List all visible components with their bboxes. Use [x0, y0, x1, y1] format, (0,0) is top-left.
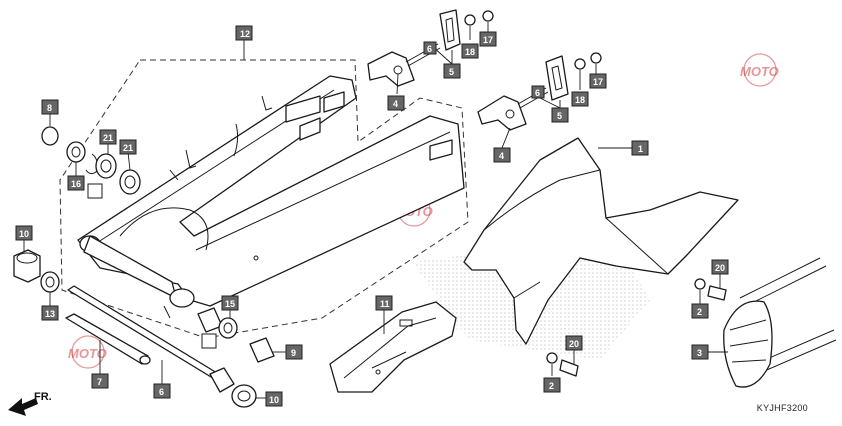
svg-text:20: 20 — [569, 339, 579, 349]
callout-20: 20 — [711, 259, 729, 275]
svg-text:17: 17 — [593, 77, 603, 87]
washer-13 — [40, 271, 60, 293]
svg-text:10: 10 — [269, 395, 279, 405]
callout-4: 4 — [387, 95, 405, 111]
bolt-washer-center — [546, 352, 579, 377]
callout-20: 20 — [565, 335, 583, 351]
svg-text:MOTO: MOTO — [740, 64, 779, 79]
svg-text:6: 6 — [427, 44, 432, 54]
svg-text:18: 18 — [575, 95, 585, 105]
svg-text:MOTO: MOTO — [68, 346, 107, 361]
callout-2: 2 — [543, 377, 561, 393]
svg-text:11: 11 — [380, 299, 390, 309]
callout-21: 21 — [119, 139, 137, 155]
callout-3: 3 — [691, 344, 709, 360]
callout-9: 9 — [285, 344, 303, 360]
svg-text:16: 16 — [71, 179, 81, 189]
blank-ref-box-1 — [87, 183, 103, 199]
watermark-moto-1: MOTO — [740, 53, 779, 87]
rear-fender — [463, 137, 739, 345]
callout-12: 12 — [235, 25, 253, 41]
bolt-washer-right — [694, 278, 727, 301]
svg-text:17: 17 — [483, 35, 493, 45]
diagram-code: KYJHF3200 — [756, 403, 808, 413]
chain-slider — [329, 301, 457, 393]
svg-text:FR.: FR. — [34, 391, 52, 403]
svg-text:4: 4 — [499, 151, 504, 161]
nut-upper — [464, 10, 494, 26]
nut-lower — [574, 52, 602, 70]
callout-7: 7 — [91, 373, 109, 389]
callout-10: 10 — [265, 391, 283, 407]
svg-text:21: 21 — [123, 143, 133, 153]
callout-18: 18 — [571, 91, 589, 107]
svg-text:6: 6 — [535, 88, 540, 98]
svg-text:5: 5 — [557, 111, 562, 121]
svg-text:3: 3 — [697, 348, 702, 358]
pivot-bolt — [67, 285, 235, 393]
callout-13: 13 — [41, 305, 59, 321]
svg-text:9: 9 — [291, 348, 296, 358]
blank-ref-box-2 — [201, 333, 217, 349]
svg-text:18: 18 — [465, 47, 475, 57]
callout-4: 4 — [493, 147, 511, 163]
svg-text:15: 15 — [225, 299, 235, 309]
callout-6: 6 — [423, 41, 437, 55]
svg-text:2: 2 — [697, 307, 702, 317]
callout-6: 6 — [531, 85, 545, 99]
svg-text:12: 12 — [240, 29, 250, 39]
svg-text:8: 8 — [47, 103, 52, 113]
callout-8: 8 — [41, 99, 59, 115]
svg-text:1: 1 — [638, 144, 643, 154]
drive-chain — [723, 257, 837, 388]
collar-9 — [249, 337, 275, 363]
bush-15 — [197, 307, 238, 339]
svg-text:7: 7 — [97, 377, 102, 387]
callout-18: 18 — [461, 43, 479, 59]
pivot-nut-collar — [231, 384, 257, 408]
swingarm-group-outline — [59, 59, 469, 339]
front-direction-arrow: FR. — [8, 391, 52, 416]
watermark-moto-3: MOTO — [68, 335, 107, 369]
svg-text:13: 13 — [45, 309, 55, 319]
callout-16: 16 — [67, 175, 85, 191]
callout-17: 17 — [589, 73, 607, 89]
callout-5: 5 — [443, 63, 461, 79]
adjuster-stopper-upper — [439, 9, 461, 51]
callout-11: 11 — [375, 295, 393, 311]
callout-1: 1 — [631, 140, 649, 156]
svg-text:5: 5 — [449, 67, 454, 77]
callout-15: 15 — [221, 295, 239, 311]
svg-text:2: 2 — [549, 381, 554, 391]
collar-left — [13, 249, 41, 283]
callout-5: 5 — [551, 107, 569, 123]
callout-6: 6 — [153, 383, 171, 399]
svg-text:21: 21 — [103, 133, 113, 143]
svg-text:6: 6 — [159, 387, 164, 397]
callout-10: 10 — [15, 225, 33, 241]
adjuster-stopper-lower — [545, 55, 569, 101]
swingarm — [77, 75, 465, 319]
pivot-collar-tube — [65, 313, 151, 365]
callout-21: 21 — [99, 129, 117, 145]
svg-text:4: 4 — [393, 99, 398, 109]
callout-17: 17 — [479, 31, 497, 47]
svg-text:20: 20 — [715, 263, 725, 273]
chain-adjuster-plate-upper — [367, 43, 441, 87]
callout-2: 2 — [691, 303, 709, 319]
svg-text:10: 10 — [19, 229, 29, 239]
